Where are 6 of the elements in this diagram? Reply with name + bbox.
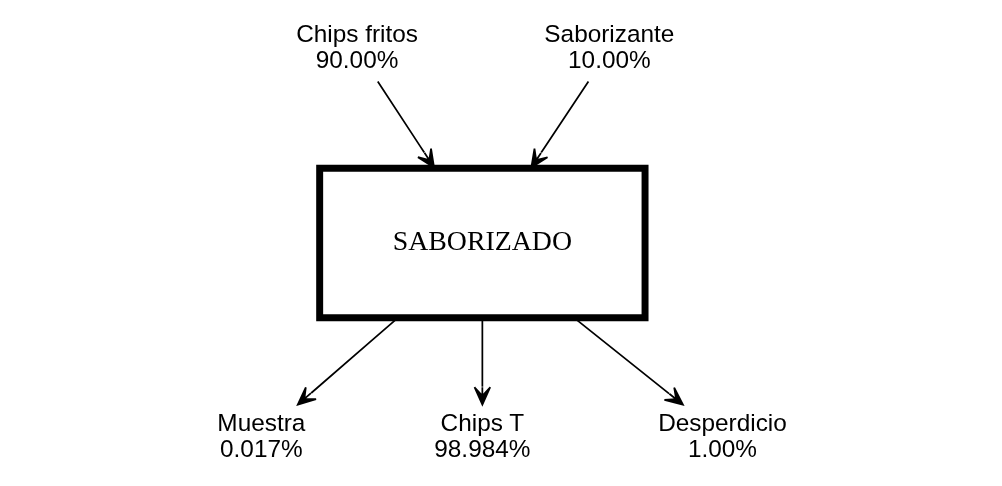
node-box: SABORIZADO xyxy=(315,164,649,322)
node-text: Desperdicio 1.00% xyxy=(657,409,787,463)
node-text: Chips fritos 90.00% xyxy=(295,19,418,73)
node-text: Saborizante 10.00% xyxy=(543,19,674,73)
node-text: Muestra 0.017% xyxy=(216,409,305,463)
node-text: Chips T 98.984% xyxy=(433,409,530,463)
